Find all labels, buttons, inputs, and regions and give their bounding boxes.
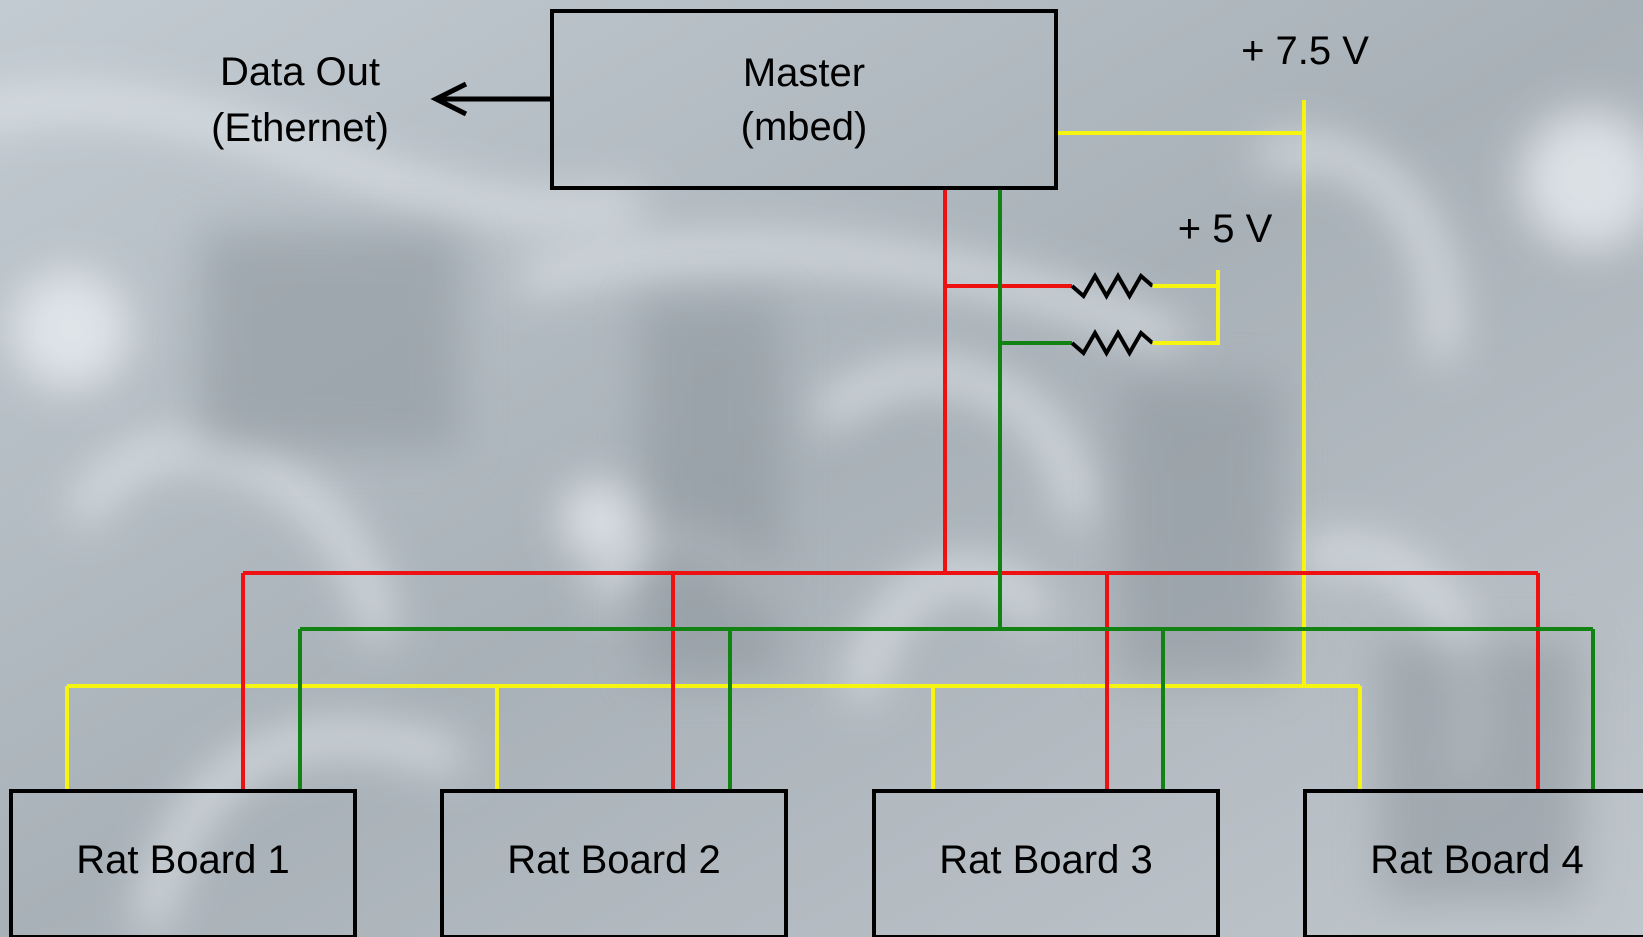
pullup-resistor-red	[1070, 271, 1154, 301]
rat-board-4-label: Rat Board 4	[1370, 838, 1584, 882]
supply-7v5-label: + 7.5 V	[1241, 29, 1369, 73]
rat-board-1: Rat Board 1	[9, 789, 357, 937]
master-box: Master (mbed)	[550, 9, 1058, 190]
master-sublabel: (mbed)	[740, 104, 868, 149]
data-out-line-2: (Ethernet)	[211, 106, 389, 150]
rat-board-2: Rat Board 2	[440, 789, 788, 937]
data-out-label: Data Out (Ethernet)	[190, 44, 410, 156]
supply-5v-label: + 5 V	[1177, 207, 1273, 251]
rat-board-3-label: Rat Board 3	[939, 838, 1153, 882]
rat-board-3: Rat Board 3	[872, 789, 1220, 937]
master-label: Master	[742, 50, 866, 95]
data-out-arrow-head	[430, 81, 468, 117]
data-out-line-1: Data Out	[219, 50, 381, 94]
pullup-resistor-green	[1070, 328, 1154, 358]
rat-board-1-label: Rat Board 1	[76, 838, 290, 882]
rat-board-4: Rat Board 4	[1303, 789, 1643, 937]
rat-board-2-label: Rat Board 2	[507, 838, 721, 882]
